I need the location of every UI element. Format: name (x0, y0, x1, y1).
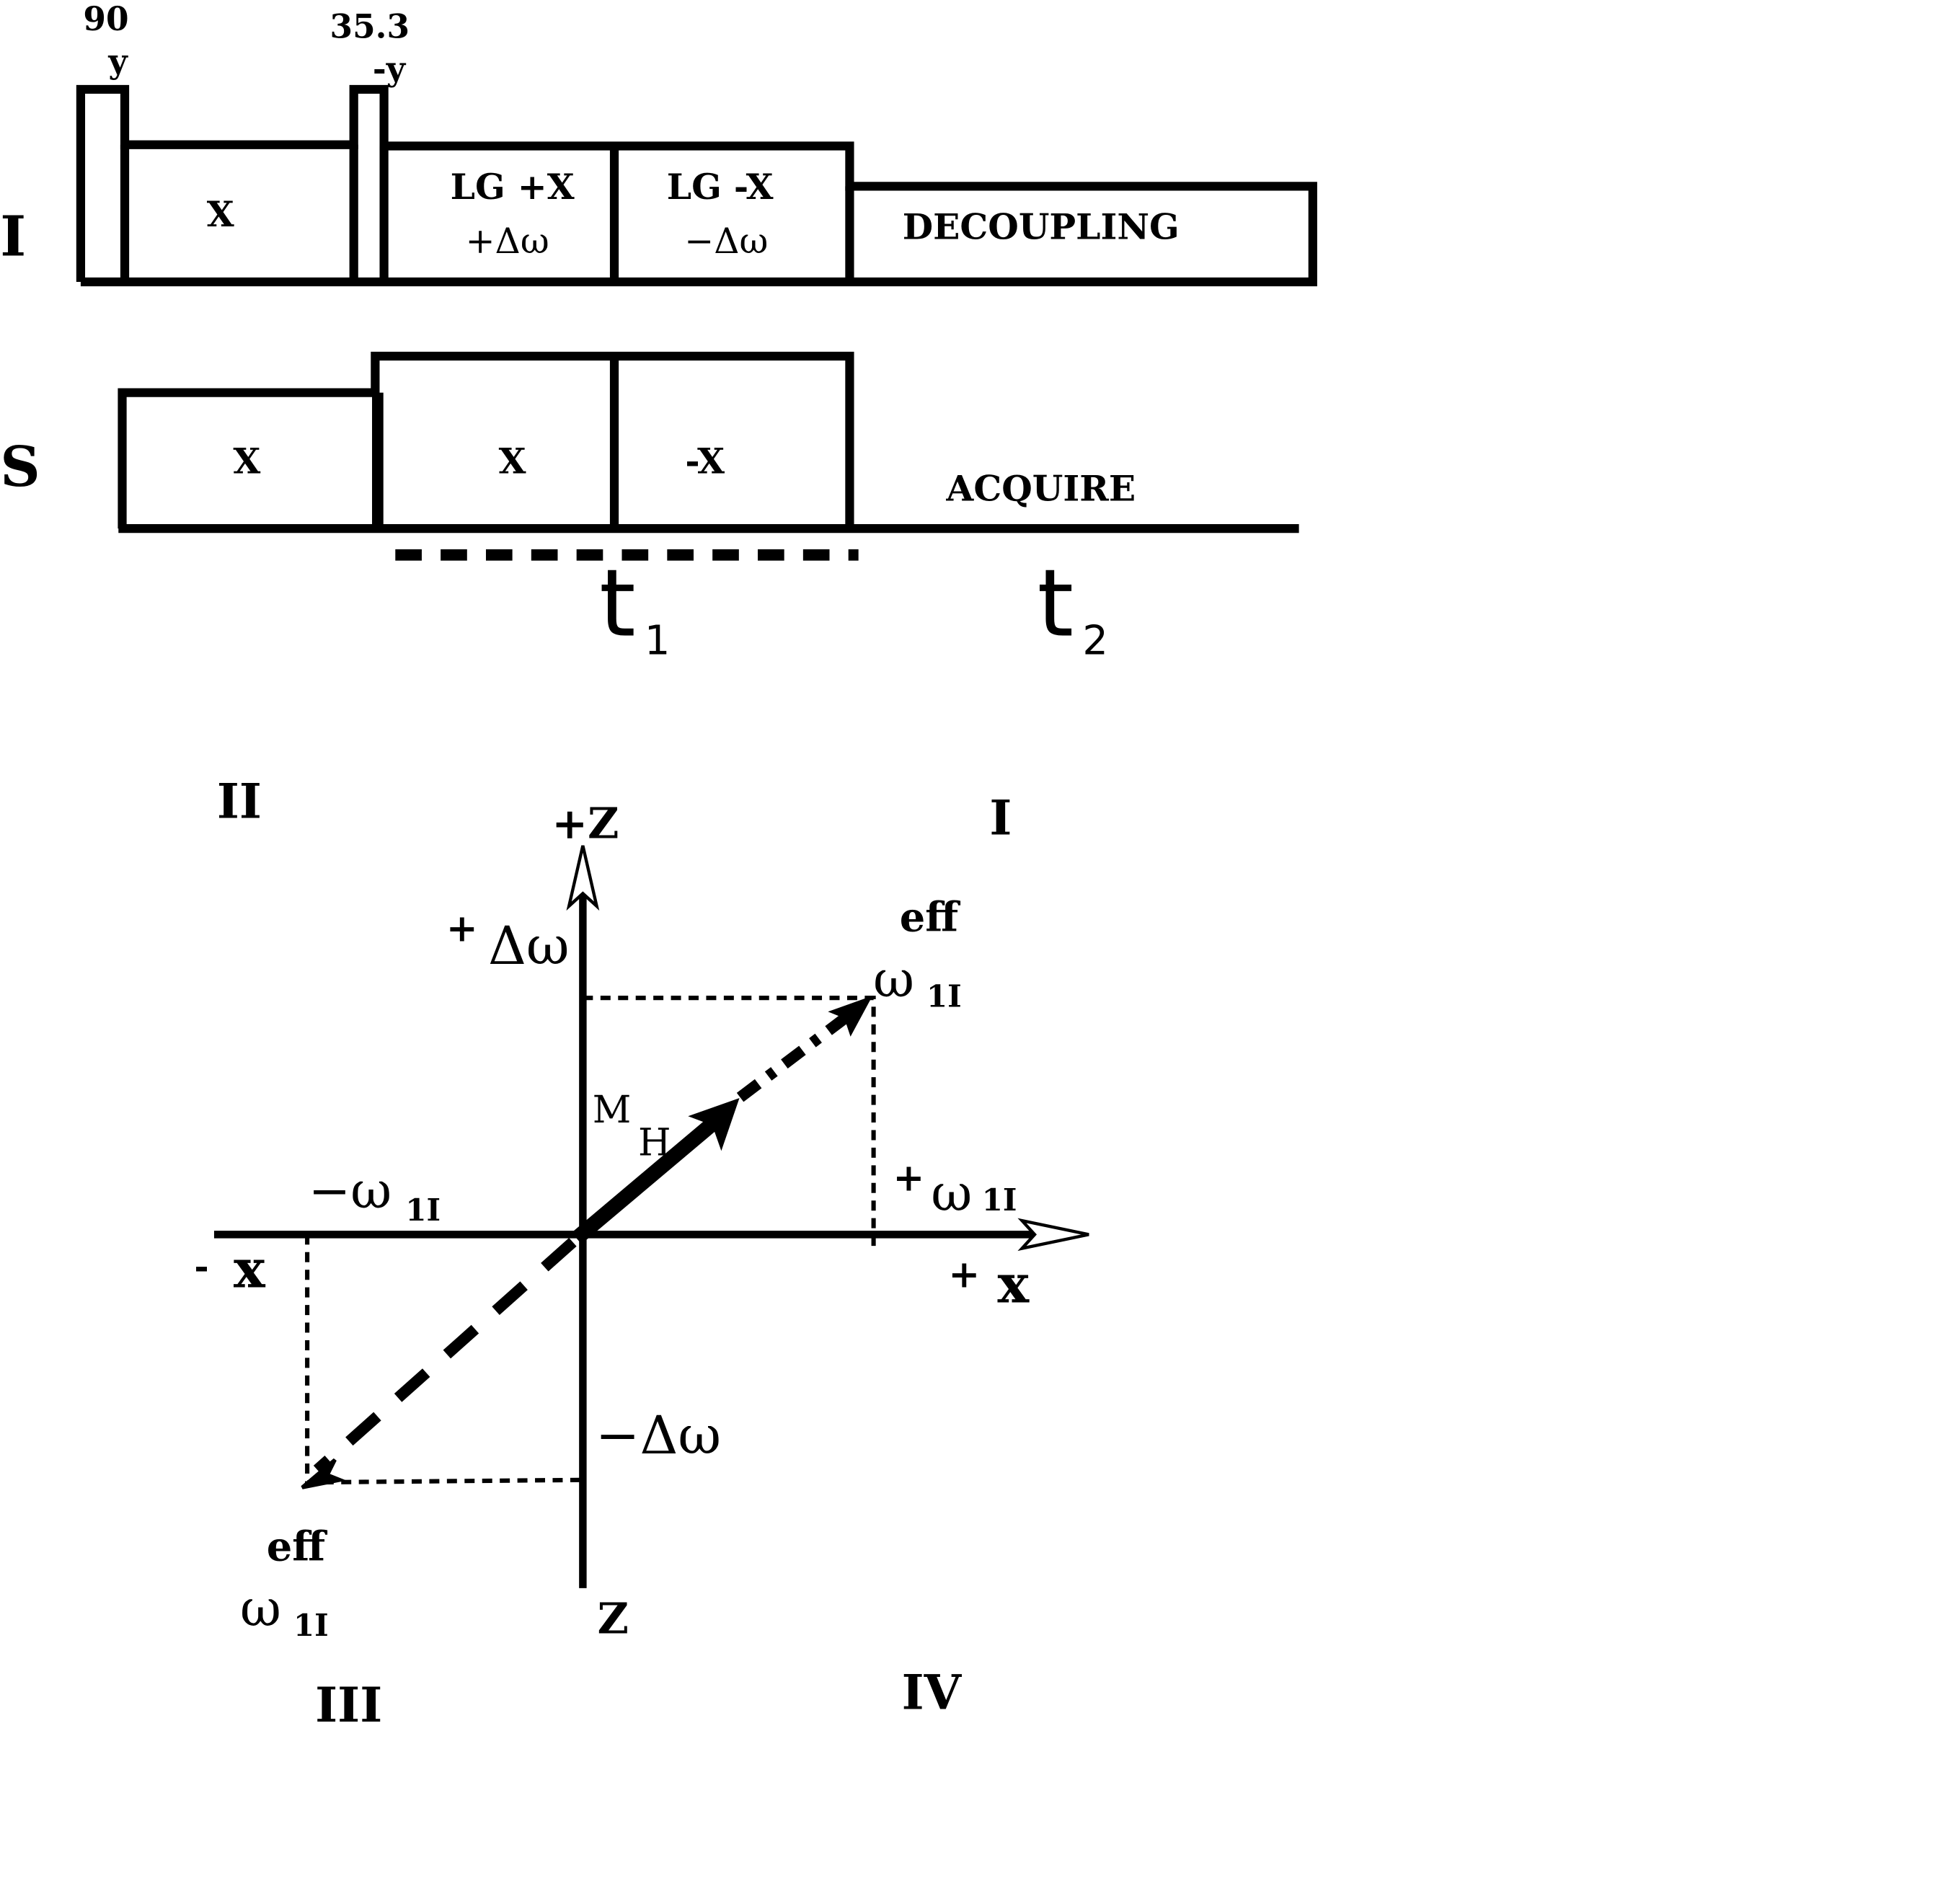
plus-dw-sign: + (446, 907, 478, 951)
projection-dotted-lower (305, 1234, 583, 1485)
quadrant-iii-label: III (315, 1677, 382, 1733)
plus-x-sign: + (948, 1253, 980, 1297)
quadrant-ii-label: II (217, 774, 262, 830)
effective-field-negative-arrowhead (301, 1458, 347, 1489)
i-lg2-offset: −Δω (684, 221, 768, 262)
t1-label: t (599, 549, 636, 657)
channel-i-label: I (0, 204, 26, 269)
i-lg1-label: LG +X (451, 166, 575, 208)
magnetization-arrowhead (688, 1098, 740, 1151)
plus-z-label: +Z (552, 798, 619, 849)
omega-eff-sup-upper: eff (900, 895, 961, 942)
plus-x-label: x (998, 1254, 1030, 1316)
magnetization-vector (571, 1117, 717, 1244)
minus-dw-label: −Δω (596, 1405, 721, 1466)
pulse2-angle: 35.3 (330, 6, 410, 45)
magnetization-subscript: H (638, 1120, 671, 1164)
plus-omega-label: ω (931, 1164, 972, 1223)
effective-field-positive (736, 1007, 857, 1102)
minus-x-sign: - (194, 1245, 208, 1287)
t2-subscript: 2 (1082, 618, 1108, 665)
omega-eff-sup-lower: eff (267, 1523, 328, 1570)
omega-eff-sub-upper: 1I (926, 978, 962, 1014)
pulse1-phase: y (107, 42, 128, 81)
minus-z-label: Z (598, 1593, 629, 1644)
s-acquire-label: ACQUIRE (945, 468, 1136, 510)
magnetization-label: M (593, 1088, 632, 1132)
i-lg2-label: LG -X (667, 166, 774, 208)
channel-s-label: S (0, 435, 40, 500)
t1-subscript: 1 (645, 618, 671, 665)
minus-x-label: x (234, 1239, 266, 1301)
t2-label: t (1038, 549, 1074, 657)
plus-omega-sub: 1I (982, 1182, 1017, 1218)
pulse-sequence: I 90 y 35.3 -y X LG +X +Δω LG -X −Δω DEC… (0, 0, 1317, 665)
i-decoupling-label: DECOUPLING (903, 206, 1180, 248)
effective-field-positive-arrowhead (828, 996, 873, 1037)
omega-eff-sub-lower: 1I (293, 1608, 329, 1643)
s-cp-label: X (233, 440, 260, 482)
minus-omega-label: −ω (309, 1162, 391, 1221)
x-axis-arrowhead (1017, 1218, 1089, 1252)
i-cp-label: X (207, 193, 234, 235)
quadrant-iv-label: IV (902, 1664, 963, 1720)
s-block2-label: -X (685, 440, 725, 482)
vector-diagram: II I III IV +Z Z + x - x + Δω −Δω eff ω … (194, 774, 1089, 1733)
s-channel-outline (118, 351, 854, 529)
quadrant-i-label: I (989, 789, 1012, 846)
i-lg1-offset: +Δω (466, 221, 549, 262)
omega-eff-lower: ω (240, 1580, 281, 1638)
minus-omega-sub: 1I (405, 1192, 441, 1228)
s-block1-label: X (499, 440, 526, 482)
projection-dotted-upper (583, 996, 876, 1247)
plus-omega-sign: + (893, 1156, 925, 1200)
plus-dw-label: Δω (488, 916, 570, 977)
omega-eff-upper: ω (873, 950, 914, 1009)
pulse2-phase: -y (373, 50, 407, 89)
pulse1-angle: 90 (83, 0, 128, 38)
i-channel-outline (76, 84, 1317, 287)
z-axis-arrowhead (566, 845, 600, 911)
effective-field-negative (313, 1237, 577, 1474)
